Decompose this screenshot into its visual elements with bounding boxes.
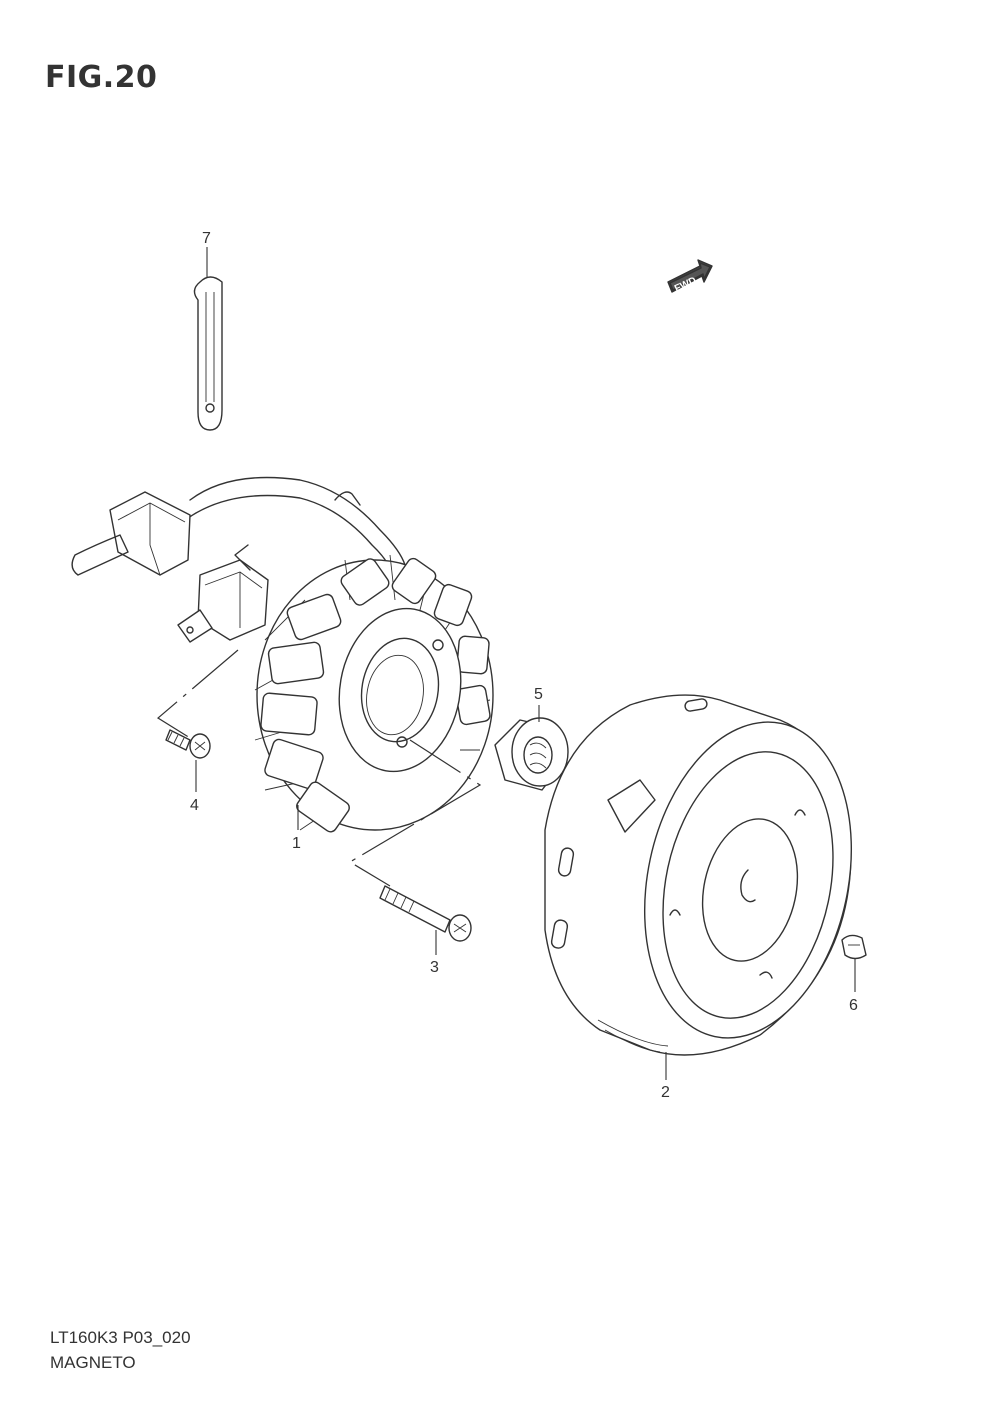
callout-6: 6 [849, 997, 858, 1014]
woodruff-key-part-6 [841, 934, 867, 992]
wire-clamp-part-7 [193, 247, 223, 431]
figure-code: LT160K3 P03_020 [50, 1328, 191, 1347]
bolt-part-3 [379, 885, 472, 955]
nut-part-5 [494, 705, 569, 791]
centerline-screw-3 [348, 739, 482, 887]
callout-5: 5 [534, 686, 543, 703]
callout-2: 2 [661, 1084, 670, 1101]
figure-name: MAGNETO [50, 1353, 136, 1372]
fwd-arrow-icon: FWD [667, 259, 713, 295]
callout-4: 4 [190, 797, 199, 814]
screw-part-4 [165, 729, 211, 792]
centerline-screw-4 [156, 649, 239, 739]
stator-coil-part-1 [71, 476, 494, 833]
callout-1: 1 [292, 835, 301, 852]
figure-title: FIG.20 [45, 60, 158, 95]
callout-7: 7 [202, 230, 211, 247]
callout-3: 3 [430, 959, 439, 976]
flywheel-rotor-part-2 [544, 694, 853, 1080]
